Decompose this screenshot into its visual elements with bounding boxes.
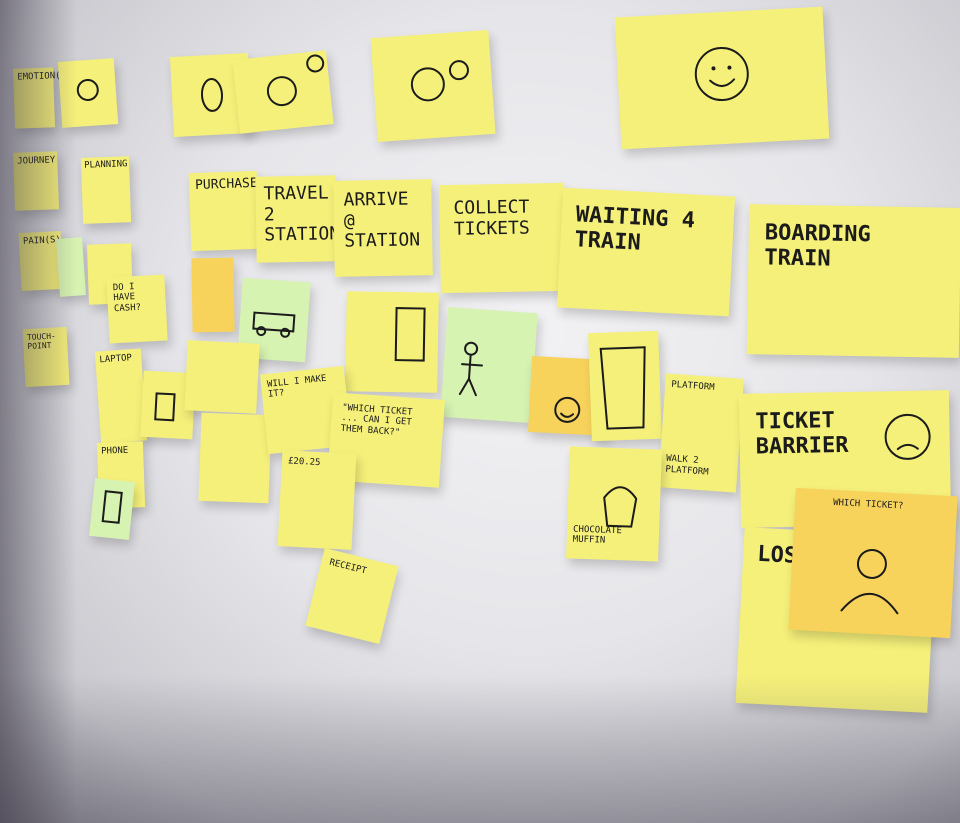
amount-text: £20.25 [287,456,321,469]
note-journey-label: JOURNEY [13,151,59,211]
note-purchase: PURCHASE [188,170,260,252]
note-boarding: BOARDING TRAIN [746,204,960,358]
note-touchpoint-label: TOUCH-POINT [22,326,70,388]
note-which-ticket: WHICH TICKET? [788,487,958,639]
note-muffin: CHOCOLATE MUFFIN [566,446,662,562]
stage-collect: COLLECT TICKETS [453,196,530,240]
receipt-text: RECEIPT [328,557,368,577]
note-laptop: LAPTOP [94,348,148,444]
phone-text: PHONE [100,445,129,457]
happy-face-icon [694,47,749,102]
will-it-text: WILL I MAKE IT? [266,373,327,401]
which-q-text: "WHICH TICKET ... CAN I GET THEM BACK?" [340,402,413,438]
note-waiting: WAITING 4 TRAIN [556,187,736,317]
note-collect: COLLECT TICKETS [439,182,565,294]
label-journey: JOURNEY [17,155,56,167]
note-arrive: ARRIVE @ STATION [333,179,433,277]
person-icon [458,341,483,397]
note-travel: TRAVEL 2 STATION [255,175,341,263]
confused-person-icon [840,548,899,615]
muffin-icon [603,486,638,528]
pain-cash-text: DO I HAVE CASH? [112,282,142,314]
phone-icon [101,490,123,524]
face-icon [266,54,325,107]
note-emotion-1 [57,58,119,128]
note-emotion-label: EMOTION(S) [12,67,72,129]
stage-waiting: WAITING 4 TRAIN [573,202,696,256]
note-codes [198,412,272,504]
note-pain-machine [345,291,439,393]
note-pain-coffee [588,330,662,442]
label-pain: PAIN(S) [22,234,62,247]
note-phone-img [89,478,135,540]
note-devices [184,340,260,414]
note-emotion-5 [614,6,830,150]
platform-text: PLATFORM [670,379,715,393]
stage-travel: TRAVEL 2 STATION [263,182,341,246]
note-pain-cash: DO I HAVE CASH? [106,274,168,344]
laptop-text: LAPTOP [99,353,133,366]
stage-purchase: PURCHASE [194,175,258,193]
note-pain-platform: PLATFORM WALK 2 PLATFORM [658,373,744,493]
note-pain-collect [440,306,538,424]
note-amount: £20.25 [277,450,357,550]
note-planning: PLANNING [80,156,132,224]
face-icon [410,60,469,102]
coffee-cup-icon [599,346,646,430]
note-receipt: RECEIPT [305,547,399,645]
label-touchpoint: TOUCH-POINT [26,331,57,352]
ticket-machine-icon [394,307,426,362]
note-emotion-3 [232,50,334,134]
note-pain-1 [56,237,86,297]
note-emotion-4 [370,30,496,142]
label-emotion: EMOTION(S) [17,70,72,83]
face-icon [76,79,99,102]
stage-arrive: ARRIVE @ STATION [343,188,421,253]
walk2-text: WALK 2 PLATFORM [665,453,709,478]
stage-planning: PLANNING [83,159,128,171]
note-pain-money [191,257,235,333]
stage-boarding: BOARDING TRAIN [764,220,871,272]
